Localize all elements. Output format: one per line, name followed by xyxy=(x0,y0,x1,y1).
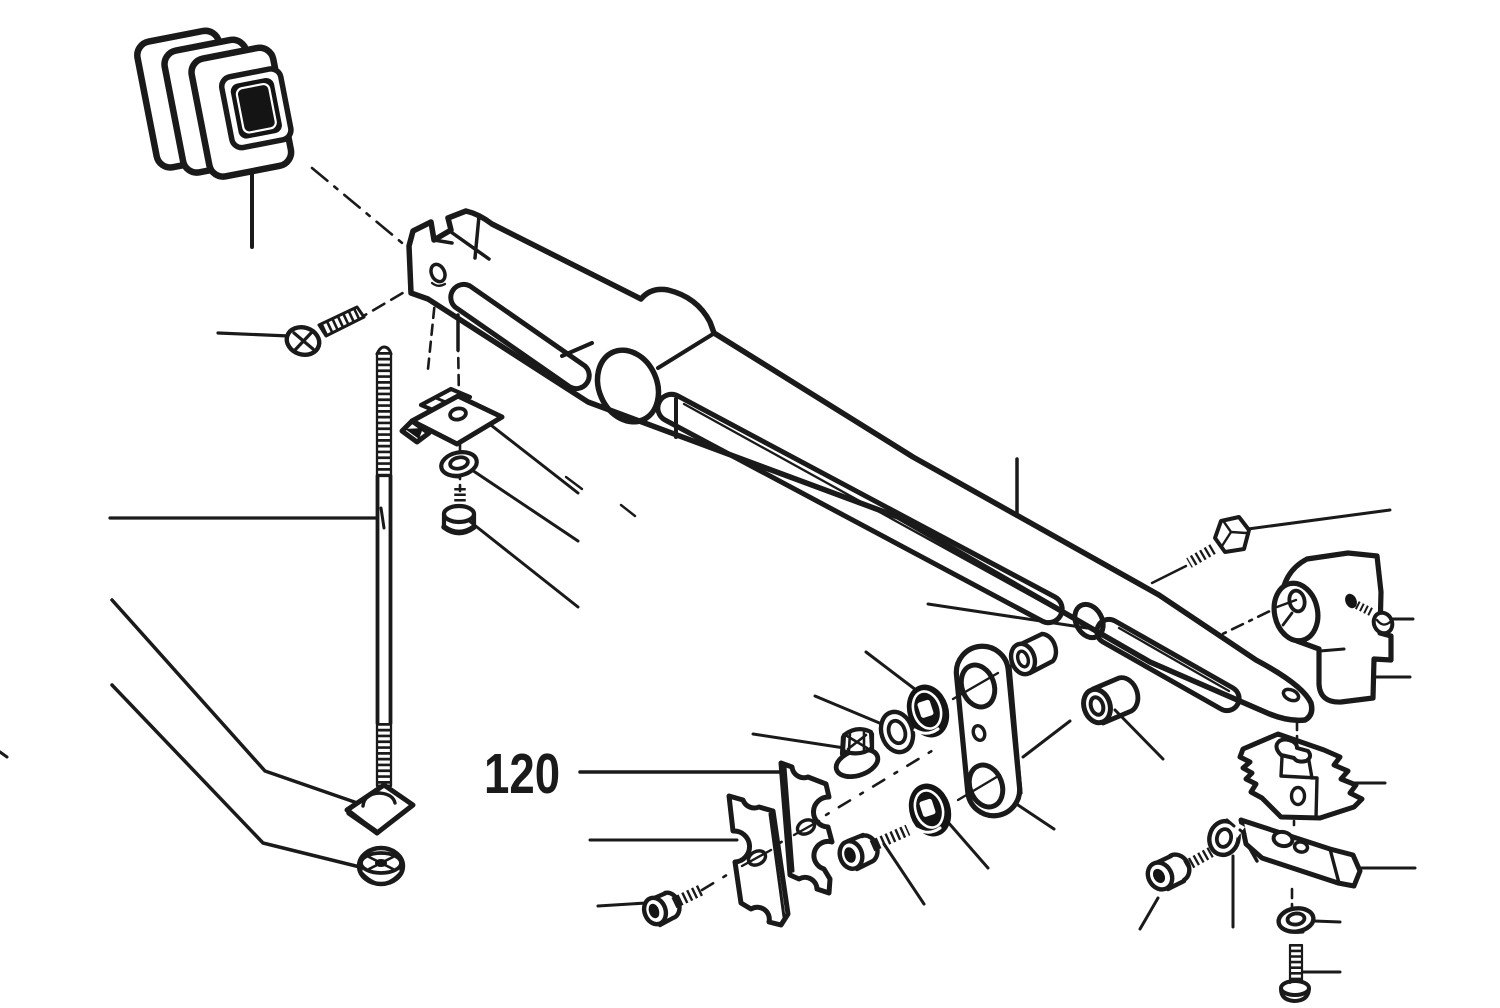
shoulder-screw xyxy=(441,488,477,536)
hex-bolt xyxy=(1186,515,1251,568)
flanged-hex-nut xyxy=(833,727,881,780)
damper-plate-rear xyxy=(778,760,835,896)
clamp-cylinder xyxy=(1271,550,1394,705)
seal-washer xyxy=(878,709,916,755)
wedge-washer xyxy=(344,782,416,836)
leader-lines xyxy=(0,136,1417,974)
clamp-nut-plate xyxy=(399,386,505,447)
damper-plate-front xyxy=(726,793,791,928)
socket-head-screw-front xyxy=(641,884,704,928)
plain-washer xyxy=(1276,906,1316,934)
small-washer xyxy=(439,450,479,479)
set-screw xyxy=(1353,600,1395,636)
threaded-rod xyxy=(375,345,393,788)
mounting-screw xyxy=(284,305,366,358)
ball-socket-grommet-lower xyxy=(908,783,952,837)
angled-socket-screw xyxy=(1145,847,1214,892)
machine-screw xyxy=(1279,943,1311,1003)
pivot-bushing xyxy=(1081,675,1141,726)
spacer-bushing xyxy=(1008,631,1059,677)
hex-nut xyxy=(356,845,406,887)
retaining-bracket xyxy=(1238,817,1363,889)
part-callout-120: 120 xyxy=(484,742,561,806)
rubber-buffer-block xyxy=(1237,731,1365,821)
socket-head-screw-lower xyxy=(837,824,911,872)
ball-socket-grommet-upper xyxy=(906,684,950,738)
link-plate xyxy=(951,643,1023,819)
support-arm xyxy=(406,208,1315,724)
lock-washer xyxy=(1207,817,1247,858)
bellows-pad xyxy=(134,27,295,180)
